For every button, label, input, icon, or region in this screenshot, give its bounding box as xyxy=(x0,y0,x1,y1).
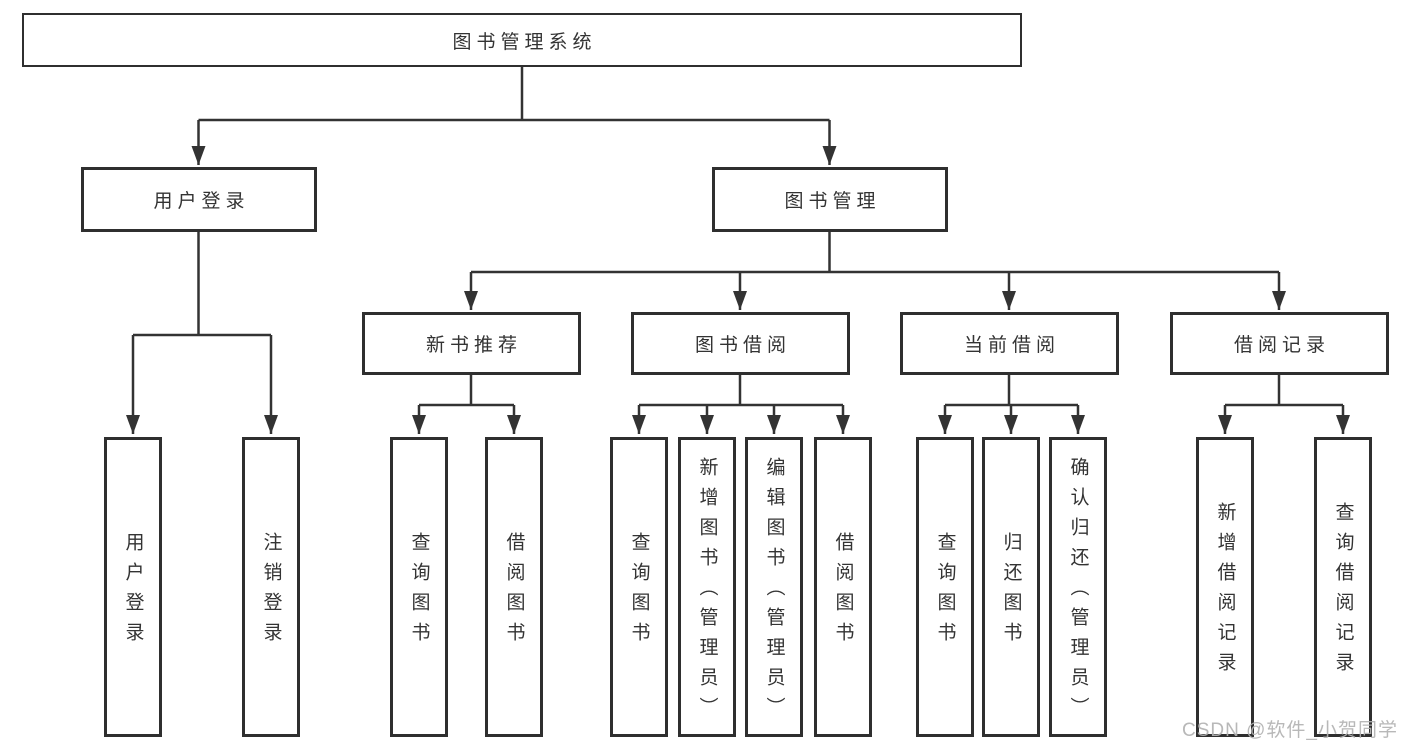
node-user-login-group-label: 用户登录 xyxy=(153,191,250,212)
node-book-borrowing: 图书借阅 xyxy=(631,312,850,375)
node-book-borrowing-label: 图书借阅 xyxy=(694,335,791,356)
leaf-newrec-borrow-book-label: 借阅图书 xyxy=(503,532,525,652)
leaf-current-return-book-label: 归还图书 xyxy=(1000,532,1022,652)
node-borrowing-records: 借阅记录 xyxy=(1170,312,1389,375)
node-root: 图书管理系统 xyxy=(22,13,1022,67)
node-root-label: 图书管理系统 xyxy=(452,31,597,53)
leaf-current-return-book: 归还图书 xyxy=(982,437,1040,737)
node-current-borrowing-label: 当前借阅 xyxy=(963,335,1060,356)
leaf-current-confirm-return-admin: 确认归还（管理员） xyxy=(1049,437,1107,737)
node-new-book-recommend: 新书推荐 xyxy=(362,312,581,375)
node-borrowing-records-label: 借阅记录 xyxy=(1233,335,1330,356)
leaf-newrec-query-book: 查询图书 xyxy=(390,437,448,737)
leaf-current-query-book: 查询图书 xyxy=(916,437,974,737)
leaf-records-add-record-label: 新增借阅记录 xyxy=(1214,502,1236,682)
node-book-management-group: 图书管理 xyxy=(712,167,948,232)
leaf-records-query-record: 查询借阅记录 xyxy=(1314,437,1372,737)
leaf-borrow-edit-book-admin: 编辑图书（管理员） xyxy=(745,437,803,737)
leaf-borrow-borrow-book-label: 借阅图书 xyxy=(832,532,854,652)
leaf-borrow-add-book-admin-label: 新增图书（管理员） xyxy=(696,457,718,727)
leaf-records-add-record: 新增借阅记录 xyxy=(1196,437,1254,737)
leaf-current-query-book-label: 查询图书 xyxy=(934,532,956,652)
leaf-records-query-record-label: 查询借阅记录 xyxy=(1332,502,1354,682)
leaf-borrow-add-book-admin: 新增图书（管理员） xyxy=(678,437,736,737)
leaf-borrow-borrow-book: 借阅图书 xyxy=(814,437,872,737)
leaf-newrec-borrow-book: 借阅图书 xyxy=(485,437,543,737)
node-book-management-group-label: 图书管理 xyxy=(784,191,881,212)
leaf-borrow-query-book: 查询图书 xyxy=(610,437,668,737)
leaf-current-confirm-return-admin-label: 确认归还（管理员） xyxy=(1067,457,1089,727)
node-new-book-recommend-label: 新书推荐 xyxy=(425,335,522,356)
csdn-watermark: CSDN @软件_小贺同学 xyxy=(1182,720,1398,741)
leaf-borrow-edit-book-admin-label: 编辑图书（管理员） xyxy=(763,457,785,727)
leaf-newrec-query-book-label: 查询图书 xyxy=(408,532,430,652)
leaf-user-login-label: 用户登录 xyxy=(122,532,144,652)
node-current-borrowing: 当前借阅 xyxy=(900,312,1119,375)
leaf-user-login: 用户登录 xyxy=(104,437,162,737)
node-user-login-group: 用户登录 xyxy=(81,167,317,232)
leaf-borrow-query-book-label: 查询图书 xyxy=(628,532,650,652)
leaf-logout: 注销登录 xyxy=(242,437,300,737)
leaf-logout-label: 注销登录 xyxy=(260,532,282,652)
